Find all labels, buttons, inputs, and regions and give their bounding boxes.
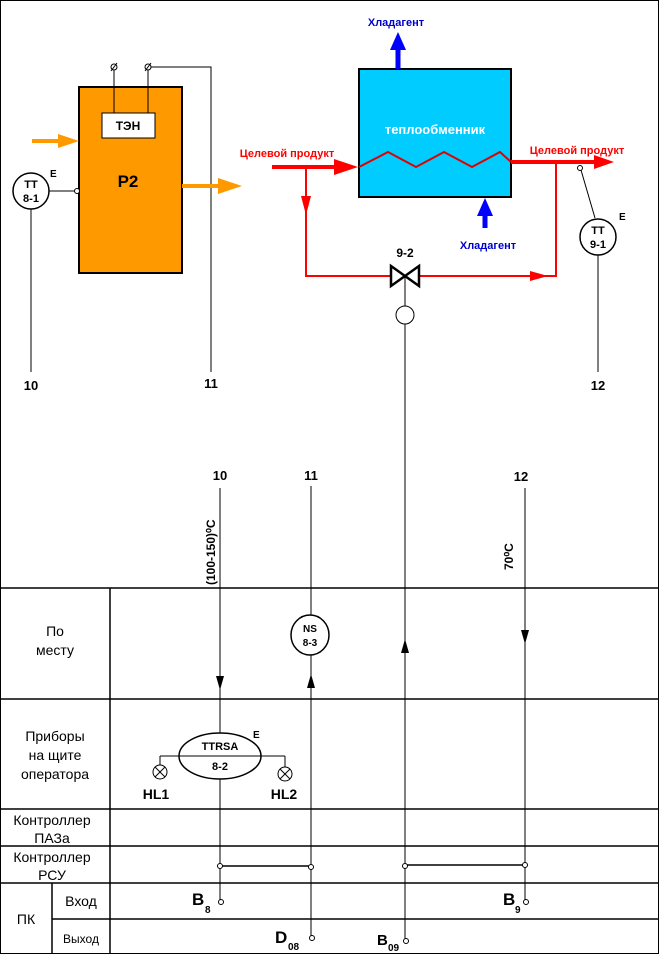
svg-text:Вход: Вход (65, 893, 97, 909)
svg-text:NS: NS (303, 624, 317, 635)
instrument-ns-8-3: NS 8-3 (290, 614, 330, 656)
control-valve-9-2: 9-2 (389, 246, 421, 940)
line-number-10: 10 (24, 378, 38, 393)
line-11-wire (151, 66, 212, 372)
instrument-tt-8-1: TT 8-1 E (12, 169, 80, 372)
hl2-label: HL2 (271, 786, 298, 802)
svg-text:на щите: на щите (29, 747, 82, 763)
instrument-ttrsa-8-2: TTRSA 8-2 E HL1 HL2 (143, 730, 298, 802)
range-line-12: 70⁰С (502, 543, 516, 570)
svg-text:09: 09 (388, 943, 400, 954)
svg-text:Контроллер: Контроллер (13, 812, 90, 828)
svg-text:9-2: 9-2 (396, 246, 414, 260)
coolant-out-arrow-icon (390, 32, 406, 50)
svg-text:D: D (275, 928, 287, 947)
svg-text:Контроллер: Контроллер (13, 849, 90, 865)
svg-text:8: 8 (205, 905, 211, 916)
inlet-arrow-icon (58, 134, 79, 148)
svg-text:8-2: 8-2 (212, 761, 228, 773)
svg-text:9: 9 (515, 905, 521, 916)
line-number-12: 12 (591, 378, 605, 393)
coolant-in-label: Хладагент (460, 240, 517, 252)
svg-text:месту: месту (36, 642, 74, 658)
svg-text:оператора: оператора (21, 766, 89, 782)
reactor-label: P2 (118, 172, 139, 191)
product-out-label: Целевой продукт (530, 145, 625, 157)
svg-text:B: B (377, 932, 388, 949)
svg-text:ПАЗа: ПАЗа (34, 830, 70, 846)
signal-b9: B 9 (503, 890, 521, 916)
svg-text:РСУ: РСУ (38, 867, 66, 883)
svg-text:08: 08 (288, 942, 300, 953)
outlet-arrow-icon (218, 178, 242, 194)
product-in-arrow-icon (334, 159, 358, 175)
range-line-10: (100-150)⁰С (204, 519, 218, 585)
heat-exchanger: теплообменник (358, 68, 512, 198)
hl1-label: HL1 (143, 786, 170, 802)
svg-text:8-3: 8-3 (303, 638, 318, 649)
svg-text:10: 10 (213, 468, 227, 483)
line-number-11: 11 (204, 376, 218, 391)
signal-b09: B 09 (377, 932, 400, 954)
svg-text:TT: TT (24, 179, 38, 191)
product-out-arrow-icon (594, 155, 614, 169)
svg-text:TT: TT (591, 225, 605, 237)
svg-text:12: 12 (514, 469, 528, 484)
svg-text:По: По (46, 623, 64, 639)
svg-text:B: B (192, 890, 204, 909)
svg-text:E: E (50, 169, 57, 180)
svg-text:11: 11 (304, 468, 318, 483)
svg-text:Приборы: Приборы (25, 728, 84, 744)
signal-b8: B 8 (192, 890, 211, 916)
svg-text:E: E (253, 730, 260, 741)
instrument-tt-9-1: TT 9-1 E (577, 165, 626, 372)
reactor-p2: ТЭН P2 (32, 62, 242, 372)
svg-text:E: E (619, 212, 626, 223)
table-grid (0, 587, 659, 954)
svg-text:8-1: 8-1 (23, 193, 39, 205)
coolant-out-label: Хладагент (368, 17, 425, 29)
svg-text:Выход: Выход (63, 932, 99, 946)
coolant-in-arrow-icon (477, 198, 493, 216)
svg-text:B: B (503, 890, 515, 909)
svg-text:9-1: 9-1 (590, 239, 606, 251)
actuator-icon (395, 305, 415, 325)
svg-text:ПК: ПК (17, 911, 36, 927)
coil (358, 150, 512, 169)
product-in-label: Целевой продукт (240, 148, 335, 160)
heater-label: ТЭН (116, 119, 141, 133)
heat-exchanger-label: теплообменник (385, 122, 486, 137)
signal-d08: D 08 (275, 928, 300, 953)
heater-box (101, 112, 156, 139)
svg-text:TTRSA: TTRSA (202, 741, 239, 753)
